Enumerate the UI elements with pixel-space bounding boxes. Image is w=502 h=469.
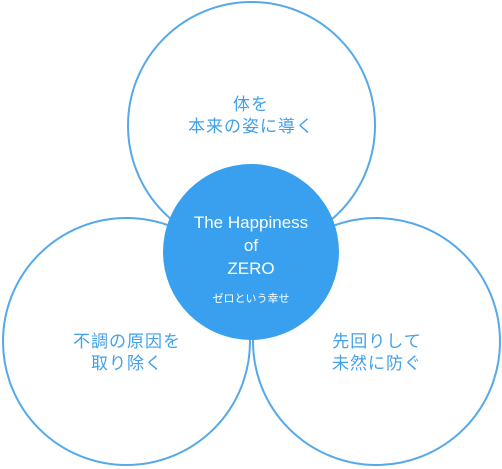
top-circle-label-line-2: 本来の姿に導く: [188, 117, 314, 137]
center-circle: [163, 164, 339, 340]
center-title-line-1: The Happiness: [193, 213, 309, 232]
left-circle-label: 不調の原因を 取り除く: [27, 331, 227, 375]
top-circle-label-line-1: 体を: [233, 95, 269, 115]
right-circle-label-line-1: 先回りして: [332, 332, 422, 352]
center-title-line-2: of: [243, 236, 259, 255]
left-circle-label-line-1: 不調の原因を: [73, 332, 181, 352]
top-circle-label: 体を 本来の姿に導く: [151, 94, 351, 138]
center-title-line-3: ZERO: [227, 259, 275, 278]
center-subtitle: ゼロという幸せ: [212, 292, 290, 305]
right-circle-label: 先回りして 未然に防ぐ: [277, 331, 477, 375]
right-circle: [252, 217, 501, 466]
left-circle-label-line-2: 取り除く: [91, 354, 163, 374]
center-title: The Happiness of ZERO: [163, 211, 339, 280]
left-circle: [2, 217, 251, 466]
right-circle-label-line-2: 未然に防ぐ: [332, 354, 422, 374]
